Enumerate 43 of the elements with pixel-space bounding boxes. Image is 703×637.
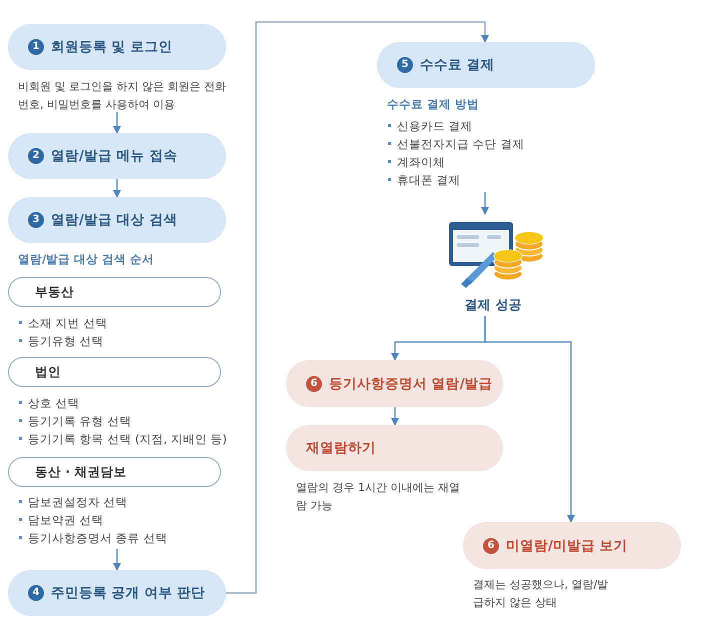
arrow: [226, 21, 489, 594]
arrow: [113, 179, 121, 198]
number-badge: 3: [28, 212, 44, 228]
number-badge: 2: [28, 148, 44, 164]
step-title: 주민등록 공개 여부 판단: [51, 584, 206, 602]
number-badge: 4: [28, 585, 44, 601]
bullet-item: 등기기록 항목 선택 (지점, 지배인 등): [18, 431, 227, 447]
note-text: 비회원 및 로그인을 하지 않은 회원은 전화번호, 비밀번호를 사용하여 이용: [18, 79, 227, 113]
step-title: 동산 · 채권담보: [35, 464, 126, 480]
bullet-item: 신용카드 결제: [387, 118, 473, 134]
section-heading: 열람/발급 대상 검색 순서: [18, 252, 154, 267]
step-title: 열람/발급 대상 검색: [51, 211, 178, 229]
step-title: 등기사항증명서 열람/발급: [329, 374, 493, 392]
number-badge: 6: [306, 376, 322, 392]
step-title: 수수료 결제: [420, 56, 495, 74]
arrow: [113, 112, 121, 134]
bullet-item: 휴대폰 결제: [387, 172, 461, 188]
number-badge: 5: [397, 57, 413, 73]
bullet-item: 담보권설정자 선택: [18, 494, 128, 510]
arrow: [481, 192, 489, 215]
bullet-item: 등기기록 유형 선택: [18, 413, 132, 429]
bullet-item: 계좌이체: [387, 154, 445, 170]
step-title: 법인: [35, 364, 61, 380]
step-title: 부동산: [35, 284, 74, 300]
bullet-item: 소재 지번 선택: [18, 315, 108, 331]
arrow: [391, 407, 399, 426]
arrow: [484, 316, 575, 523]
bullet-item: 선불전자지급 수단 결제: [387, 136, 524, 152]
number-badge: 6: [483, 538, 499, 554]
step-title: 열람/발급 메뉴 접속: [51, 147, 178, 165]
bullet-item: 등기유형 선택: [18, 333, 104, 349]
note-text: 결제는 성공했으나, 열람/발급하지 않은 상태: [473, 577, 610, 611]
step-title: 회원등록 및 로그인: [51, 38, 172, 56]
bullet-item: 담보약권 선택: [18, 512, 104, 528]
bullet-item: 상호 선택: [18, 395, 80, 411]
arrow: [113, 549, 121, 571]
step-title: 재열람하기: [306, 439, 376, 457]
step-title: 결제 성공: [464, 297, 522, 314]
note-text: 열람의 경우 1시간 이내에는 재열람 가능: [296, 480, 461, 514]
step-title: 미열람/미발급 보기: [506, 536, 628, 554]
number-badge: 1: [28, 39, 44, 55]
bullet-item: 등기사항증명서 종류 선택: [18, 530, 168, 546]
section-heading: 수수료 결제 방법: [387, 97, 480, 112]
